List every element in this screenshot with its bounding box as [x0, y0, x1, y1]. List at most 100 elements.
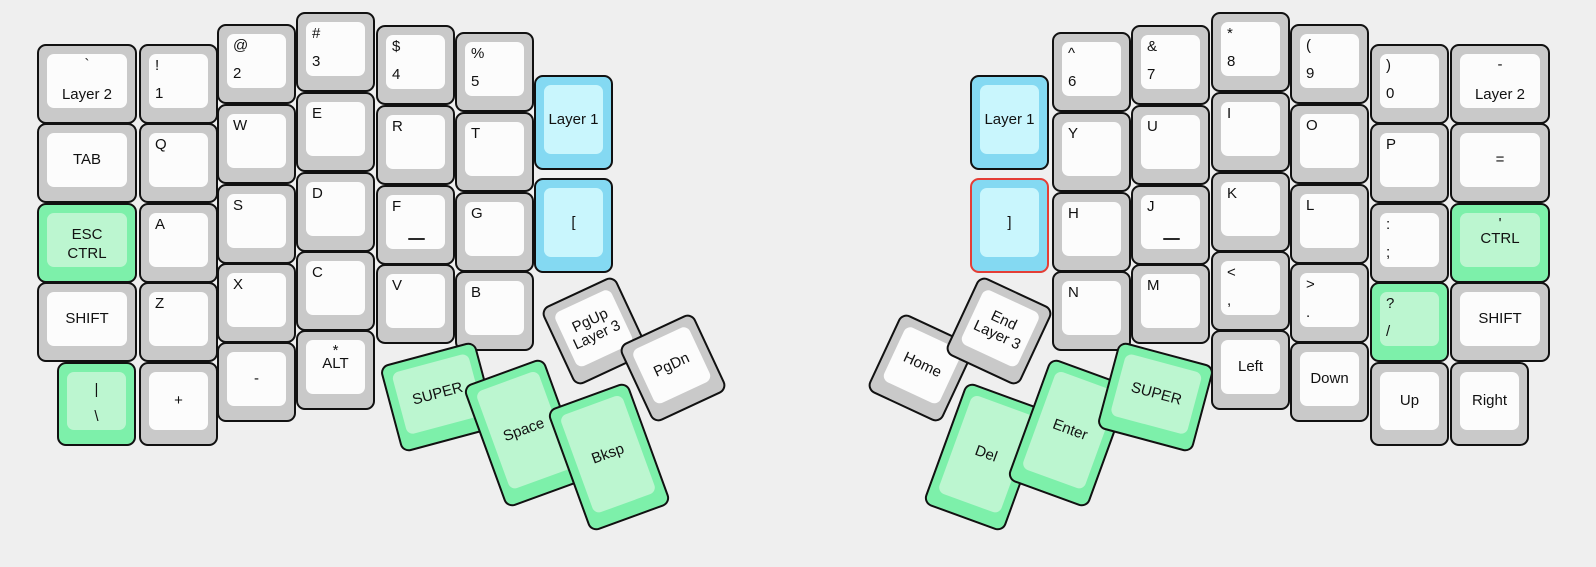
key-r-y[interactable]: Y	[1052, 112, 1131, 192]
key-r-colon-semicolon[interactable]: :;	[1370, 203, 1449, 283]
key-label: C	[312, 264, 323, 281]
key-label: -	[1497, 56, 1503, 73]
key-r-slash[interactable]: ?/	[1370, 282, 1449, 362]
key-r-period[interactable]: >.	[1290, 263, 1369, 343]
key-r-quote-ctrl[interactable]: 'CTRL	[1450, 203, 1550, 283]
key-r-comma[interactable]: <,	[1211, 251, 1290, 331]
key-r-7[interactable]: &7	[1131, 25, 1210, 105]
keycap-surface: =	[1460, 133, 1540, 187]
keycap-surface: K	[1221, 182, 1280, 236]
key-l-lbracket[interactable]: [	[534, 178, 613, 273]
key-r-8[interactable]: *8	[1211, 12, 1290, 92]
key-l-b[interactable]: B	[455, 271, 534, 351]
key-l-v[interactable]: V	[376, 264, 455, 344]
key-r-layer1[interactable]: Layer 1	[970, 75, 1049, 170]
key-label: B	[471, 284, 482, 301]
key-l-a[interactable]: A	[139, 203, 218, 283]
key-label: 3	[312, 53, 321, 71]
keycap-surface: $4	[386, 35, 445, 89]
key-l-plus[interactable]: +	[139, 362, 218, 446]
key-label: $	[392, 38, 401, 55]
key-l-layer1[interactable]: Layer 1	[534, 75, 613, 170]
key-label: Down	[1310, 370, 1349, 388]
key-r-o[interactable]: O	[1290, 104, 1369, 184]
key-label: 8	[1227, 53, 1236, 71]
keycap-surface: [	[544, 188, 603, 257]
key-label: -	[254, 370, 259, 388]
key-l-x[interactable]: X	[217, 263, 296, 343]
key-label: Layer 1	[548, 110, 599, 128]
key-l-w[interactable]: W	[217, 104, 296, 184]
key-l-4[interactable]: $4	[376, 25, 455, 105]
keycap-surface: B	[465, 281, 524, 335]
key-label: 6	[1068, 73, 1077, 91]
key-label: Home	[900, 348, 945, 382]
key-r-p[interactable]: P	[1370, 123, 1449, 203]
key-label: ,	[1227, 292, 1232, 310]
key-l-1[interactable]: !1	[139, 44, 218, 124]
key-label: @	[233, 37, 249, 54]
key-l-2[interactable]: @2	[217, 24, 296, 104]
key-label: `	[84, 56, 90, 73]
key-l-d[interactable]: D	[296, 172, 375, 252]
key-r-6[interactable]: ^6	[1052, 32, 1131, 112]
key-l-f[interactable]: F	[376, 185, 455, 265]
key-l-r[interactable]: R	[376, 105, 455, 185]
keycap-surface: TAB	[47, 133, 127, 187]
key-l-s[interactable]: S	[217, 184, 296, 264]
keycap-surface: M	[1141, 274, 1200, 328]
key-r-m[interactable]: M	[1131, 264, 1210, 344]
key-l-e[interactable]: E	[296, 92, 375, 172]
key-l-z[interactable]: Z	[139, 282, 218, 362]
key-r-h[interactable]: H	[1052, 192, 1131, 272]
key-r-0[interactable]: )0	[1370, 44, 1449, 124]
key-r-up[interactable]: Up	[1370, 362, 1449, 446]
keycap-surface: J	[1141, 195, 1200, 249]
key-label: R	[392, 118, 403, 135]
keycap-surface: N	[1062, 281, 1121, 335]
key-r-super[interactable]: SUPER	[1096, 340, 1215, 454]
key-r-down[interactable]: Down	[1290, 342, 1369, 422]
keycap-surface: *8	[1221, 22, 1280, 76]
key-r-minus-layer2[interactable]: -Layer 2	[1450, 44, 1550, 124]
key-r-left[interactable]: Left	[1211, 330, 1290, 410]
key-r-equal[interactable]: =	[1450, 123, 1550, 203]
key-l-shift[interactable]: SHIFT	[37, 282, 137, 362]
key-l-minus[interactable]: -	[217, 342, 296, 422]
key-label: M	[1147, 277, 1160, 294]
key-label: ALT	[322, 355, 349, 373]
key-l-grave-layer2[interactable]: `Layer 2	[37, 44, 137, 124]
key-l-pipe-backslash[interactable]: |\	[57, 362, 136, 446]
key-label: U	[1147, 118, 1158, 135]
key-l-5[interactable]: %5	[455, 32, 534, 112]
keycap-surface: (9	[1300, 34, 1359, 88]
key-label: &	[1147, 38, 1158, 55]
key-r-rbracket[interactable]: ]	[970, 178, 1049, 273]
key-label: J	[1147, 198, 1155, 215]
keycap-surface: 'CTRL	[1460, 213, 1540, 267]
key-r-right[interactable]: Right	[1450, 362, 1529, 446]
key-r-l[interactable]: L	[1290, 184, 1369, 264]
key-l-t[interactable]: T	[455, 112, 534, 192]
key-label: SHIFT	[65, 310, 109, 328]
key-l-q[interactable]: Q	[139, 123, 218, 203]
key-label: T	[471, 125, 481, 142]
key-r-9[interactable]: (9	[1290, 24, 1369, 104]
key-r-n[interactable]: N	[1052, 271, 1131, 351]
key-l-star-alt[interactable]: *ALT	[296, 330, 375, 410]
key-label: :	[1386, 216, 1391, 233]
key-label: P	[1386, 136, 1397, 153]
key-r-j[interactable]: J	[1131, 185, 1210, 265]
key-r-k[interactable]: K	[1211, 172, 1290, 252]
key-label: CTRL	[1480, 230, 1520, 248]
keycap-surface: F	[386, 195, 445, 249]
key-l-g[interactable]: G	[455, 192, 534, 272]
key-l-3[interactable]: #3	[296, 12, 375, 92]
key-l-tab[interactable]: TAB	[37, 123, 137, 203]
key-r-shift[interactable]: SHIFT	[1450, 282, 1550, 362]
key-r-u[interactable]: U	[1131, 105, 1210, 185]
keycap-surface: :;	[1380, 213, 1439, 267]
key-l-c[interactable]: C	[296, 251, 375, 331]
key-r-i[interactable]: I	[1211, 92, 1290, 172]
